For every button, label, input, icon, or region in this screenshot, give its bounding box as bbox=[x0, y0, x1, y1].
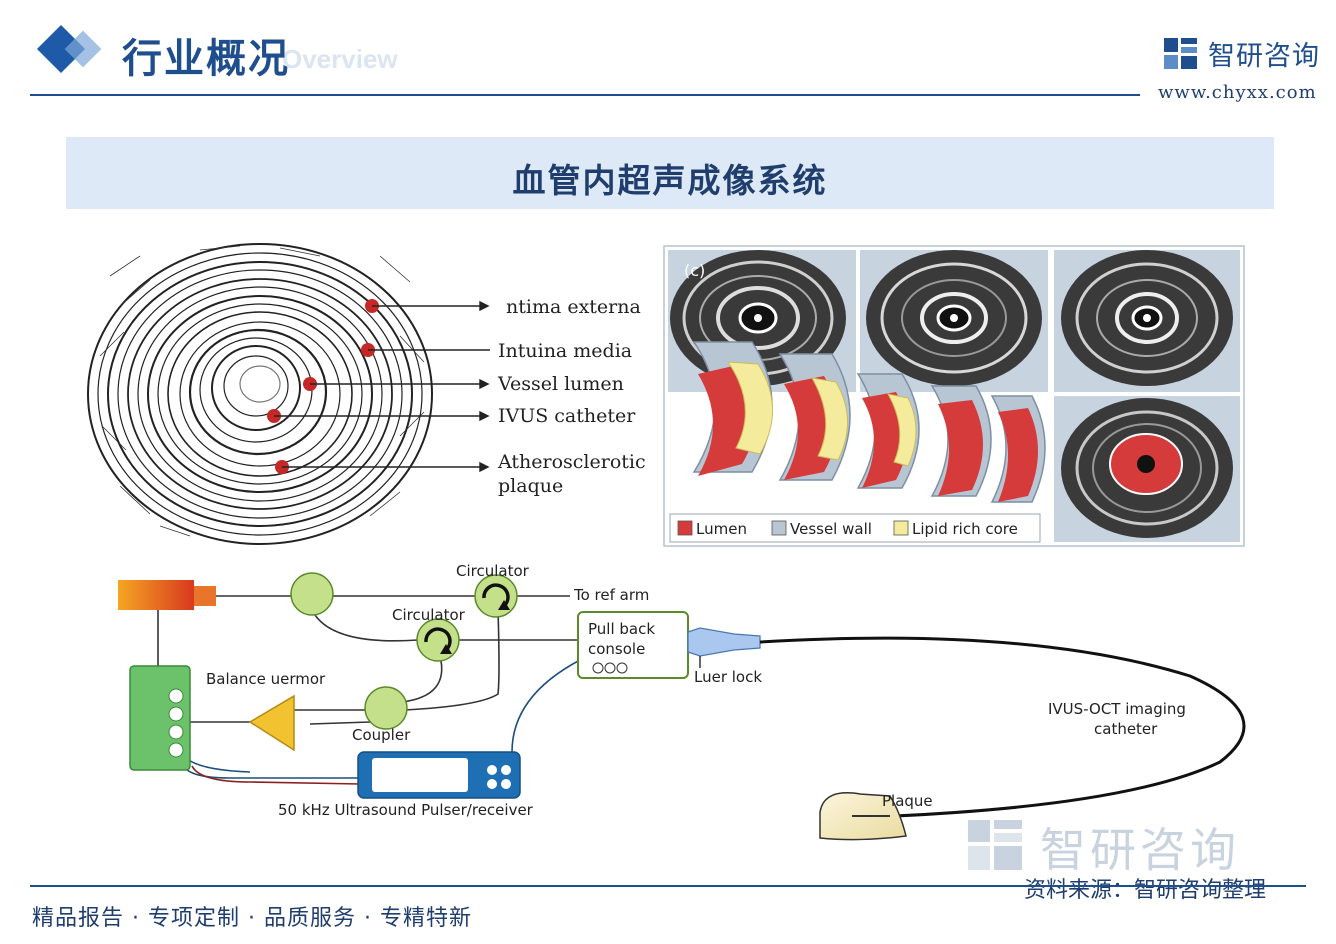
pulser-receiver bbox=[357, 751, 521, 799]
label-console: console bbox=[588, 640, 645, 658]
watermark-logo-icon bbox=[968, 820, 1022, 870]
label-circulator-mid: Circulator bbox=[392, 606, 466, 624]
header-divider bbox=[30, 94, 1140, 96]
balance-detector bbox=[129, 665, 191, 771]
label-catheter-1: IVUS-OCT imaging bbox=[1048, 700, 1186, 718]
legend-lipid-core: Lipid rich core bbox=[912, 520, 1018, 538]
label-ivus-catheter: IVUS catheter bbox=[498, 405, 636, 427]
luer-lock bbox=[687, 627, 761, 668]
label-catheter-2: catheter bbox=[1094, 720, 1158, 738]
label-balance-detector: Balance uermor bbox=[206, 670, 326, 688]
label-to-ref-arm: To ref arm bbox=[573, 586, 649, 604]
vessel-hatching bbox=[99, 245, 425, 537]
legend-swatch-lipid-core bbox=[893, 520, 909, 536]
ivus-image-2 bbox=[860, 250, 1048, 392]
label-coupler: Coupler bbox=[352, 726, 411, 744]
vessel-section-1 bbox=[692, 341, 773, 476]
vessel-cross-section: ntima externa Intuina media Vessel lumen… bbox=[87, 243, 646, 545]
title-band bbox=[66, 137, 1274, 209]
legend-swatch-vessel-wall bbox=[771, 520, 787, 536]
circulator-mid bbox=[416, 618, 460, 662]
footer-slogan: 精品报告 · 专项定制 · 品质服务 · 专精特新 bbox=[32, 906, 472, 931]
brand-name: 智研咨询 bbox=[1208, 41, 1320, 72]
coupler-top bbox=[290, 572, 334, 616]
system-schematic: Circulator To ref arm Circulator Pull ba… bbox=[118, 562, 1246, 841]
plaque-shape bbox=[819, 792, 907, 841]
ivus-legend: Lumen Vessel wall Lipid rich core bbox=[669, 513, 1041, 543]
ivus-image-4 bbox=[1054, 396, 1240, 542]
footer-divider bbox=[30, 885, 1306, 887]
label-intima-externa: ntima externa bbox=[506, 296, 641, 318]
vessel-section-5 bbox=[990, 395, 1046, 503]
vessel-section-3 bbox=[856, 373, 920, 489]
watermark-text: 智研咨询 bbox=[1040, 823, 1240, 877]
fiber-lines bbox=[157, 595, 578, 725]
label-intima-media: Intuina media bbox=[498, 340, 632, 362]
vessel-rings bbox=[87, 243, 433, 545]
label-luer-lock: Luer lock bbox=[694, 668, 762, 686]
label-atherosclerotic: Atherosclerotic bbox=[497, 451, 646, 473]
legend-vessel-wall: Vessel wall bbox=[790, 520, 872, 538]
label-pull-back: Pull back bbox=[588, 620, 655, 638]
coupler-bottom bbox=[364, 686, 408, 730]
vessel-section-4 bbox=[930, 385, 992, 497]
page-title: 行业概况 bbox=[122, 36, 290, 82]
vessel-section-2 bbox=[778, 353, 851, 481]
amplifier-triangle bbox=[248, 694, 295, 752]
label-circulator-top: Circulator bbox=[456, 562, 530, 580]
label-plaque-device: Plaque bbox=[882, 792, 933, 810]
ivus-image-panel: (c) bbox=[663, 245, 1245, 547]
panel-label: (c) bbox=[684, 261, 705, 280]
ivus-image-3 bbox=[1054, 250, 1240, 392]
brand-logo-icon bbox=[1164, 38, 1197, 69]
control-line bbox=[191, 765, 361, 785]
page-subtitle: Overview bbox=[282, 44, 398, 74]
label-pulser: 50 kHz Ultrasound Pulser/receiver bbox=[278, 801, 534, 819]
circulator-top bbox=[474, 574, 518, 618]
diagram-title: 血管内超声成像系统 bbox=[512, 161, 828, 200]
legend-lumen: Lumen bbox=[696, 520, 747, 538]
pointer-lines bbox=[274, 300, 490, 473]
label-vessel-lumen: Vessel lumen bbox=[497, 373, 624, 395]
label-plaque: plaque bbox=[498, 475, 563, 497]
legend-swatch-lumen bbox=[677, 520, 693, 536]
catheter-loop bbox=[759, 636, 1246, 820]
laser-source bbox=[118, 580, 216, 610]
brand-url: www.chyxx.com bbox=[1158, 82, 1317, 103]
footer-source: 资料来源：智研咨询整理 bbox=[1024, 878, 1267, 903]
